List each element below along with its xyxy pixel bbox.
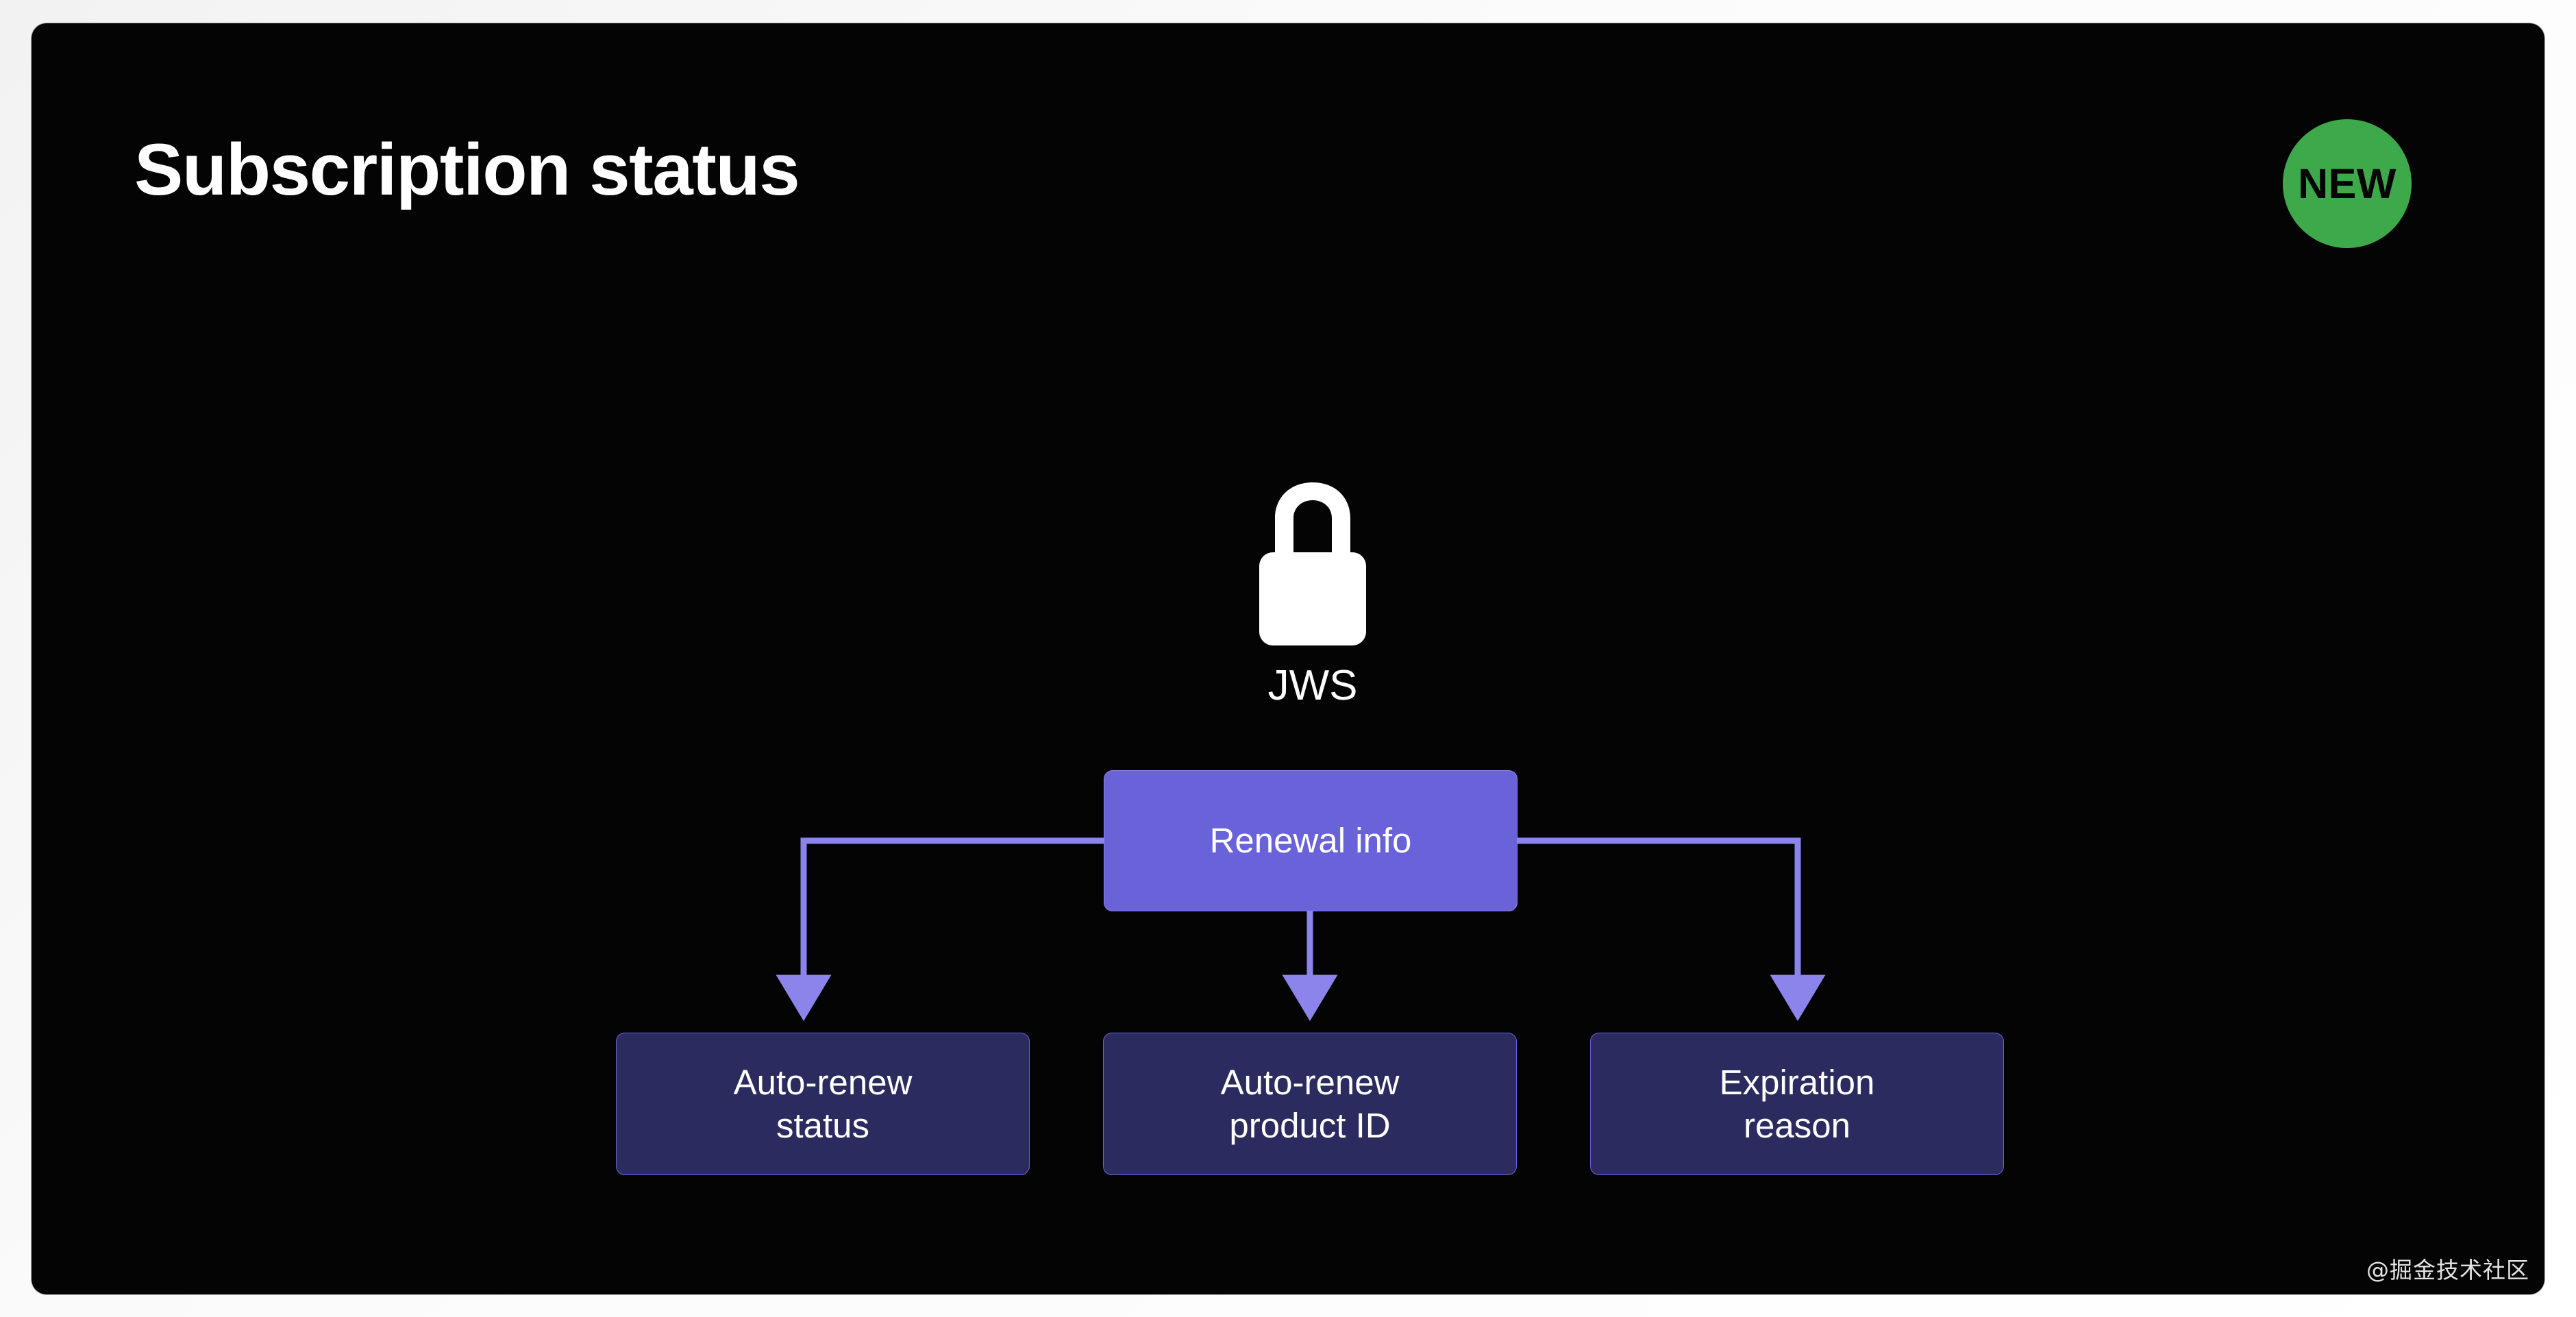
node-renewal-info-label: Renewal info <box>1209 821 1412 861</box>
page-title: Subscription status <box>134 127 800 210</box>
connector-left <box>776 837 1104 1022</box>
connector-right <box>1518 837 1826 1022</box>
subscription-status-diagram: JWS Renewal info Auto-renew status Auto-… <box>32 23 2544 1294</box>
node-auto-renew-status-label: Auto-renew status <box>721 1061 925 1147</box>
label-line-1: Auto-renew <box>733 1062 913 1102</box>
node-expiration-reason-label: Expiration reason <box>1707 1061 1887 1147</box>
label-line-2: product ID <box>1229 1106 1391 1145</box>
label-line-2: reason <box>1744 1106 1850 1145</box>
jws-source-node: JWS <box>1196 476 1429 707</box>
label-line-1: Expiration <box>1719 1062 1875 1102</box>
node-expiration-reason[interactable]: Expiration reason <box>1590 1033 2004 1175</box>
jws-label: JWS <box>1267 662 1358 709</box>
node-auto-renew-status[interactable]: Auto-renew status <box>616 1033 1030 1175</box>
node-auto-renew-product-id[interactable]: Auto-renew product ID <box>1103 1033 1517 1175</box>
status-badge-new: NEW <box>2283 119 2412 248</box>
label-line-2: status <box>776 1106 870 1145</box>
node-renewal-info[interactable]: Renewal info <box>1104 770 1518 911</box>
watermark: @掘金技术社区 <box>2366 1257 2529 1283</box>
lock-icon <box>1259 482 1366 645</box>
status-badge-label: NEW <box>2298 160 2397 207</box>
node-auto-renew-product-id-label: Auto-renew product ID <box>1209 1061 1412 1147</box>
slide-canvas: Subscription status NEW <box>32 23 2544 1294</box>
label-line-1: Auto-renew <box>1220 1062 1400 1102</box>
